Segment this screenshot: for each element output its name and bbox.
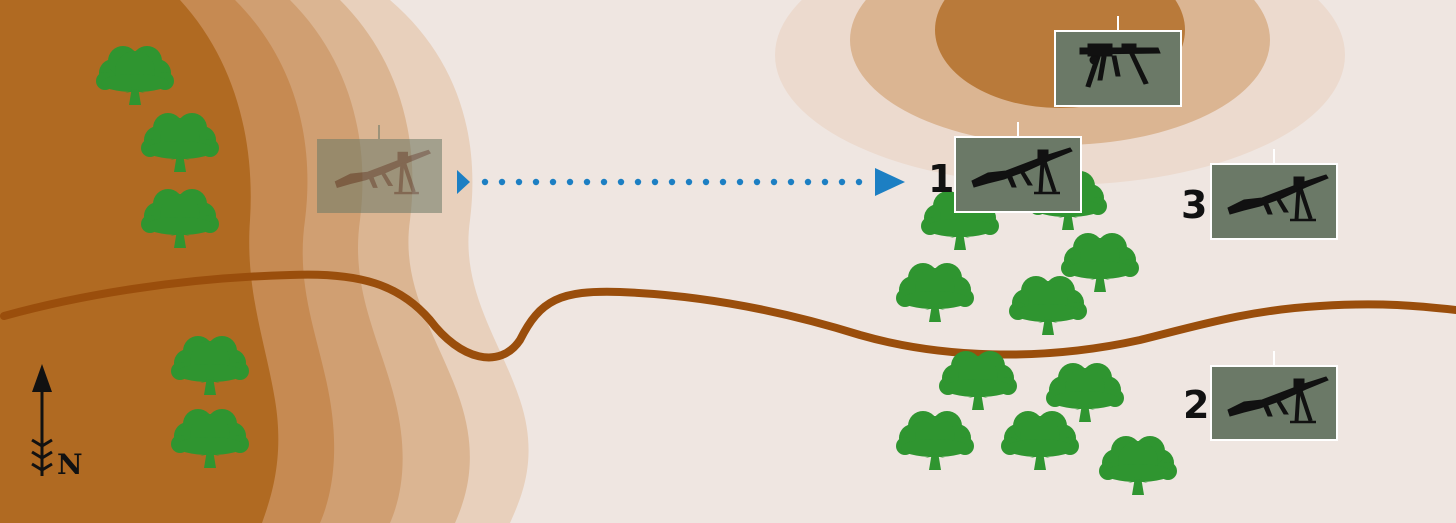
movement-dot: [719, 178, 727, 186]
movement-arrow: [457, 168, 905, 196]
movement-dot: [617, 178, 625, 186]
movement-dot: [481, 178, 489, 186]
movement-dot: [685, 178, 693, 186]
unit-mg-2[interactable]: 2: [1183, 351, 1338, 441]
movement-dot: [651, 178, 659, 186]
movement-dot: [498, 178, 506, 186]
arrow-head-icon: [875, 168, 905, 196]
movement-dot: [821, 178, 829, 186]
unit-mg-initial[interactable]: [317, 125, 442, 213]
movement-dot: [702, 178, 710, 186]
movement-dot: [532, 178, 540, 186]
north-arrow-head-icon: [32, 364, 52, 392]
movement-dot: [634, 178, 642, 186]
movement-dot: [753, 178, 761, 186]
north-arrow: N: [31, 364, 83, 481]
movement-dot: [515, 178, 523, 186]
movement-dot: [668, 178, 676, 186]
arrow-tail-icon: [457, 170, 470, 194]
unit-mg-hilltop[interactable]: [1054, 16, 1182, 107]
movement-dot: [549, 178, 557, 186]
western-ridge: [0, 0, 529, 523]
unit-label: 2: [1183, 383, 1209, 427]
north-label: N: [57, 448, 83, 481]
unit-mg-1[interactable]: 1: [928, 122, 1082, 213]
movement-dot: [583, 178, 591, 186]
unit-label: 1: [928, 157, 954, 201]
movement-dot: [838, 178, 846, 186]
movement-dot: [855, 178, 863, 186]
unit-label: 3: [1181, 183, 1207, 227]
movement-dot: [736, 178, 744, 186]
movement-dot: [600, 178, 608, 186]
road: [0, 270, 1456, 362]
unit-mg-3[interactable]: 3: [1181, 149, 1338, 240]
movement-dot: [770, 178, 778, 186]
movement-dot: [787, 178, 795, 186]
movement-dot: [566, 178, 574, 186]
movement-dot: [804, 178, 812, 186]
